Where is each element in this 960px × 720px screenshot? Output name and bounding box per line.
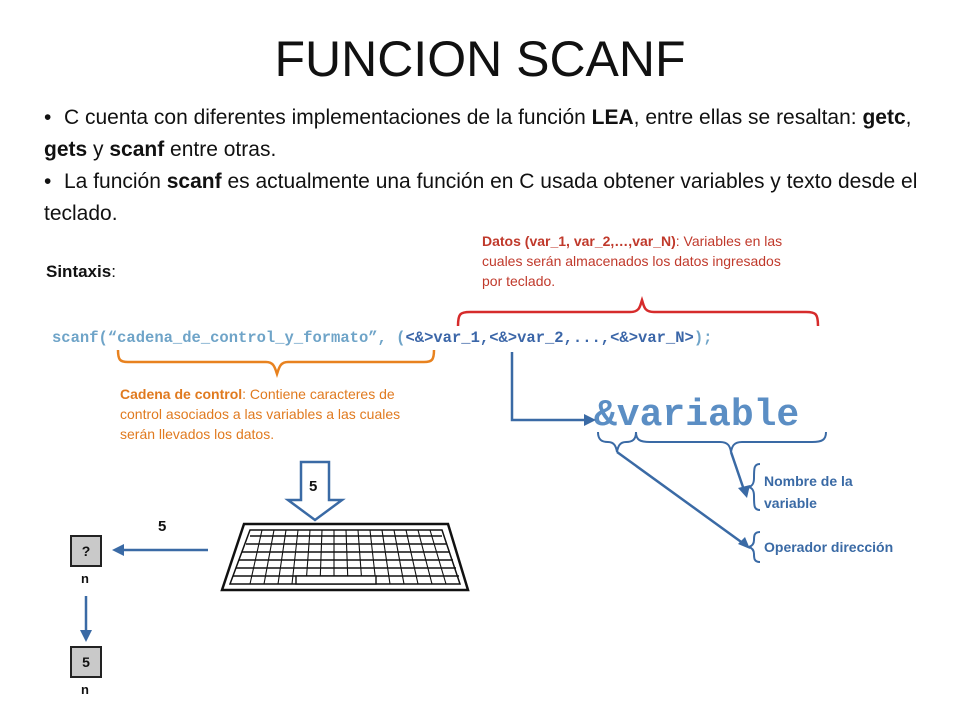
bullet-text: La función (64, 170, 167, 193)
bullet-text: y (87, 138, 110, 161)
arrow-value: 5 (309, 478, 318, 495)
bullet-text: , entre ellas se resaltan: (633, 106, 863, 129)
bullet-item: • C cuenta con diferentes implementacione… (44, 102, 924, 166)
memory-box-before: ? (70, 535, 102, 567)
nombre-label-brace (745, 463, 761, 511)
bullet-bold: gets (44, 138, 88, 161)
bullet-bold: scanf (109, 138, 165, 161)
input-down-arrow (284, 460, 346, 522)
var-connector-arrowhead (584, 414, 596, 426)
code-var-n: var_N> (638, 329, 694, 347)
bullet-bold: getc (862, 106, 906, 129)
datos-note-text: : Variables en las cuales serán almacena… (482, 233, 783, 289)
operador-arrowhead (738, 537, 750, 549)
page-title: FUNCION SCANF (274, 31, 686, 87)
bullet-icon: • (44, 106, 52, 129)
code-suffix: ); (693, 329, 713, 347)
code-var-1: var_1, (433, 329, 490, 347)
key-value: 5 (158, 518, 167, 535)
operador-arrow (616, 450, 745, 546)
bullet-bold: LEA (591, 106, 634, 129)
datos-note: Datos (var_1, var_2,…,var_N): Variables … (482, 231, 802, 291)
nombre-arrow (729, 451, 746, 491)
box-down-arrowhead (80, 630, 92, 642)
memory-label-n: n (81, 571, 89, 586)
bullet-item: • La función scanf es actualmente una fun… (44, 166, 924, 230)
amp-brace (597, 431, 637, 453)
nombre-arrowhead (738, 485, 750, 498)
keyboard-icon (220, 522, 470, 592)
bullet-text: es actualmente una función en C usada ob… (44, 170, 918, 225)
memory-label-n: n (81, 682, 89, 697)
datos-brace (456, 296, 820, 327)
bullet-icon: • (44, 170, 52, 193)
bullet-list: • C cuenta con diferentes implementacione… (44, 102, 924, 230)
operador-direccion-label: Operador dirección (764, 539, 894, 555)
bullet-text: , (905, 106, 912, 129)
memory-box-after: 5 (70, 646, 102, 678)
bullet-bold: scanf (166, 170, 222, 193)
cadena-note: Cadena de control: Contiene caracteres d… (120, 384, 430, 444)
name-brace (635, 431, 827, 453)
cadena-brace (116, 349, 436, 378)
code-amp-3: <&> (610, 329, 639, 347)
syntax-label: Sintaxis: (46, 262, 116, 281)
code-prefix: scanf(“cadena_de_control_y_formato”, ( (52, 329, 406, 347)
to-memory-arrowhead (112, 544, 124, 556)
datos-note-title: Datos (var_1, var_2,…,var_N) (482, 233, 676, 249)
code-var-2: var_2,..., (517, 329, 611, 347)
nombre-variable-label: Nombre de la variable (764, 473, 853, 511)
cadena-note-title: Cadena de control (120, 386, 243, 402)
address-variable-text: &variable (594, 394, 800, 437)
bullet-text: entre otras. (164, 138, 277, 161)
scanf-code-line: scanf(“cadena_de_control_y_formato”, (<&… (52, 329, 712, 347)
code-amp-2: <&> (489, 329, 518, 347)
var-connector-arrow (510, 352, 584, 422)
bullet-text: C cuenta con diferentes implementaciones… (64, 106, 592, 129)
operador-label-brace (745, 531, 761, 563)
code-amp-1: <&> (405, 329, 434, 347)
cadena-note-text: : Contiene caracteres de control asociad… (120, 386, 401, 442)
